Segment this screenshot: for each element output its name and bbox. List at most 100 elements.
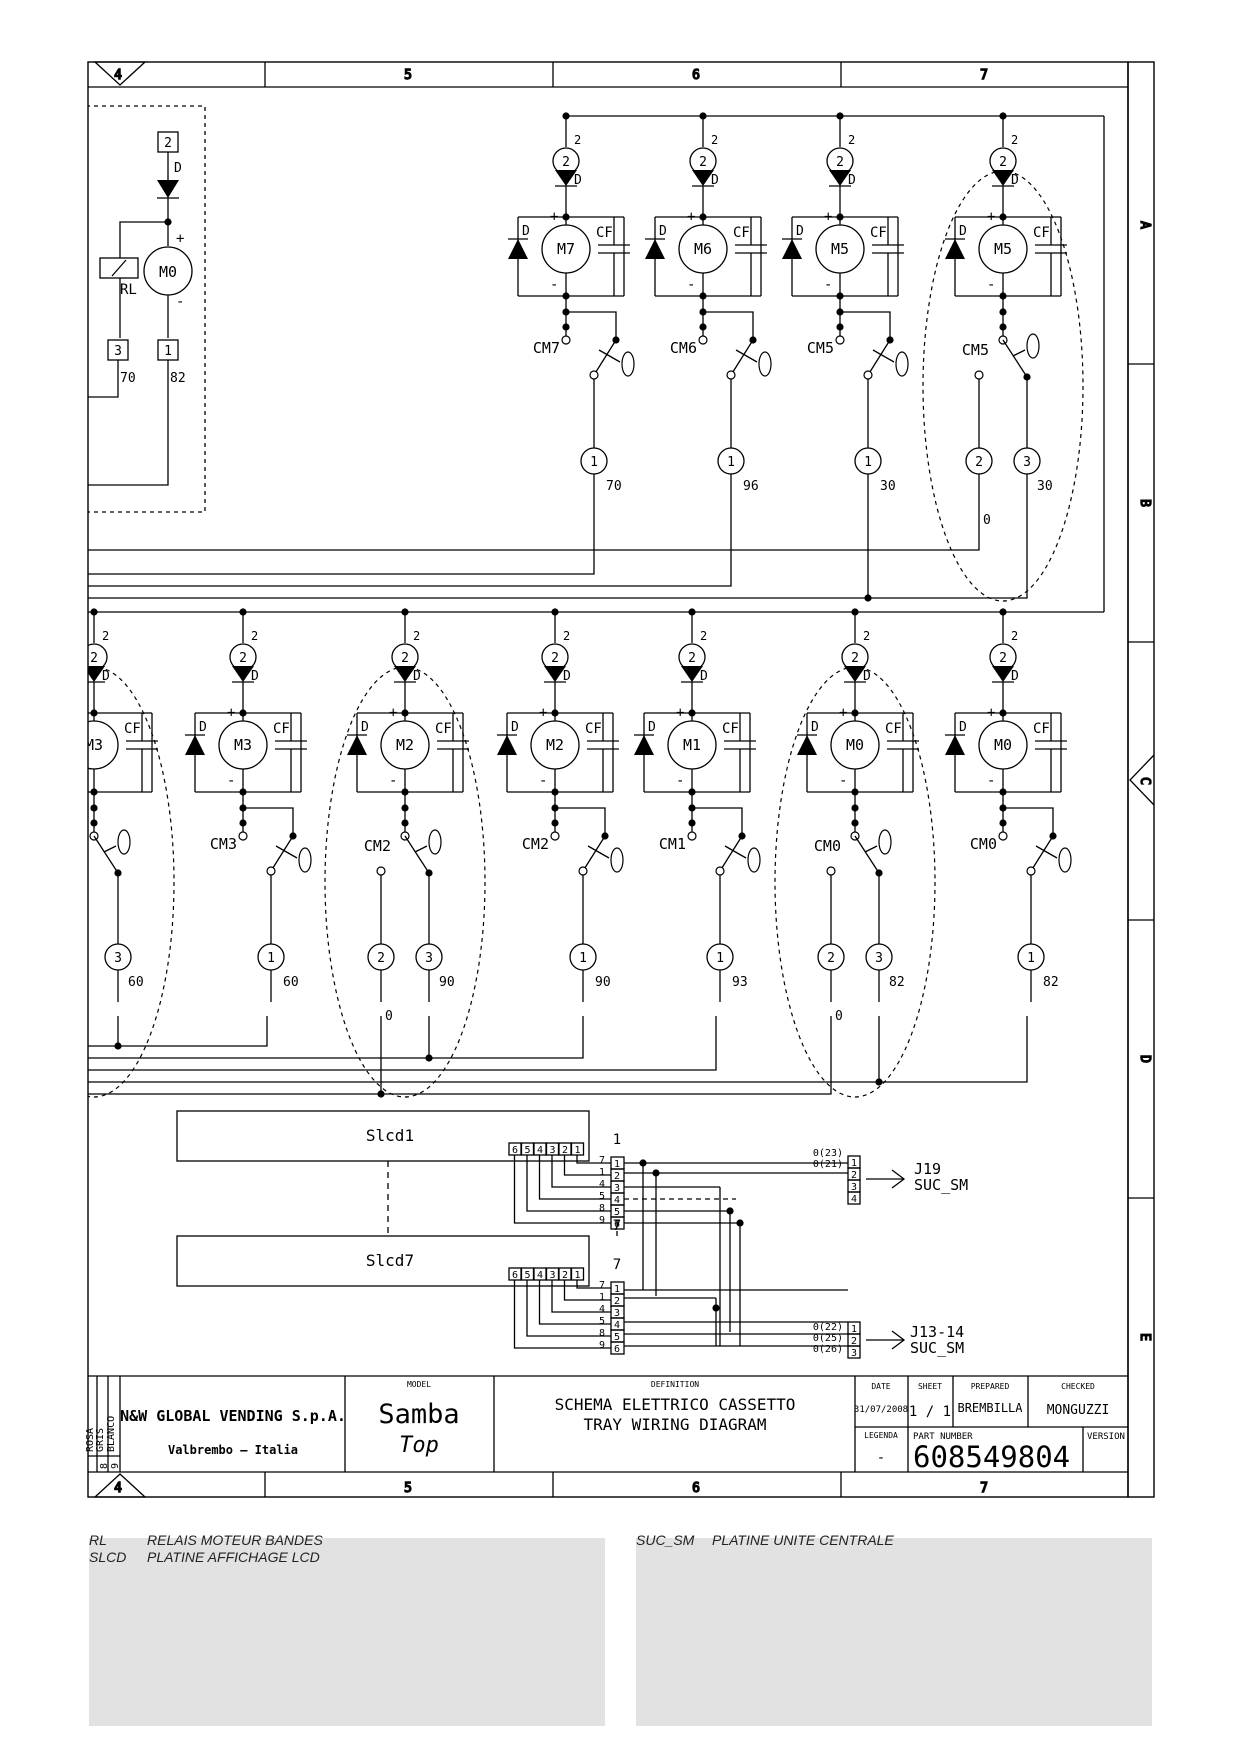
wire-number: 8 <box>599 1203 605 1214</box>
column-label: 7 <box>980 68 988 83</box>
switch-wire <box>703 311 754 340</box>
connector-pin-number: 3 <box>851 1348 857 1359</box>
header-pin-number: 1 <box>574 1145 580 1156</box>
wire-number: 5 <box>599 1191 605 1202</box>
junction-dot <box>864 594 872 602</box>
return-wire <box>88 506 869 599</box>
actuator-knob <box>298 847 312 873</box>
actuator-knob <box>428 829 442 855</box>
pin-number: 3 <box>114 951 122 966</box>
plus-label: + <box>824 209 832 225</box>
actuator-knob <box>117 829 131 855</box>
capacitor-label: CF <box>273 721 290 737</box>
connector-pin-number: 3 <box>614 1308 620 1319</box>
clip-group <box>88 506 1104 613</box>
return-wire <box>88 1016 119 1047</box>
field-label: PART NUMBER <box>913 1432 973 1442</box>
pin-number: 2 <box>836 155 844 170</box>
company-name: N&W GLOBAL VENDING S.p.A. <box>120 1407 346 1425</box>
diode-label: D <box>648 720 656 735</box>
wire-number: 60 <box>283 975 299 990</box>
minus-label: - <box>550 277 558 293</box>
plus-label: + <box>687 209 695 225</box>
motor-label: M5 <box>831 240 849 258</box>
wire-number: 1 <box>599 1292 605 1303</box>
diode <box>692 170 714 186</box>
wire-number: 0(21) <box>813 1159 843 1170</box>
switch-blade <box>593 339 617 376</box>
diode-label: D <box>102 669 110 684</box>
legend-text: PLATINE UNITE CENTRALE <box>712 1532 894 1548</box>
motor-label: M1 <box>683 736 701 754</box>
option-outline <box>88 666 175 1098</box>
diode <box>829 170 851 186</box>
capacitor-label: CF <box>585 721 602 737</box>
arrowhead <box>891 1169 906 1189</box>
pin-number: 2 <box>164 136 172 151</box>
header-pin-number: 3 <box>549 1145 555 1156</box>
flyback-diode <box>36 735 56 755</box>
wire-number: 82 <box>170 371 186 386</box>
actuator <box>724 845 747 859</box>
actuator <box>587 845 610 859</box>
return-wire <box>879 1016 1028 1083</box>
field-label: SHEET <box>918 1382 942 1391</box>
pin-number: 1 <box>1027 951 1035 966</box>
pin-label: 2 <box>700 629 707 643</box>
pin-number: 2 <box>999 651 1007 666</box>
harness-wire <box>563 1280 611 1301</box>
switch-wire <box>1003 807 1054 836</box>
diode-label: D <box>174 161 182 176</box>
lcd-board <box>176 1110 590 1162</box>
plus-label: + <box>176 231 184 247</box>
motor <box>667 720 717 770</box>
pin-number: 1 <box>579 951 587 966</box>
motor <box>678 224 728 274</box>
terminal <box>835 335 845 345</box>
harness-wire <box>526 1280 611 1337</box>
wire-number: 0(23) <box>813 1148 843 1159</box>
pin-number: 1 <box>267 951 275 966</box>
switch-label: CM1 <box>659 835 686 853</box>
switch-label: CM2 <box>522 835 549 853</box>
connector-pin-number: 6 <box>614 1344 620 1355</box>
capacitor-label: CF <box>124 721 141 737</box>
harness-wire <box>526 1155 611 1212</box>
switch-wire <box>840 311 891 340</box>
field-label: CHECKED <box>1061 1382 1095 1391</box>
actuator-knob <box>895 351 909 377</box>
column-label: 6 <box>692 1481 700 1496</box>
terminal <box>974 370 984 380</box>
connector-pin-number: 4 <box>851 1194 857 1205</box>
actuator <box>1012 349 1026 357</box>
bottom-circuit: 22DDM3+-CFCM336022DDM3+-CFCM316022DDM2+-… <box>36 608 1072 1098</box>
pin-number: 2 <box>999 155 1007 170</box>
header-pin-number: 5 <box>524 1145 530 1156</box>
header-pin-number: 4 <box>537 1145 543 1156</box>
connector-target: SUC_SM <box>910 1339 964 1357</box>
actuator <box>598 349 621 363</box>
plus-label: + <box>539 705 547 721</box>
return-wire <box>429 1016 584 1059</box>
header-pin-number: 3 <box>549 1270 555 1281</box>
terminal <box>726 370 736 380</box>
motor <box>978 720 1028 770</box>
wire-number: 0 <box>835 1009 843 1024</box>
pin-number: 2 <box>827 951 835 966</box>
switch-wire <box>566 311 617 340</box>
switch-blade <box>1002 339 1028 378</box>
terminal <box>238 831 248 841</box>
capacitor-label: CF <box>885 721 902 737</box>
plus-label: + <box>987 209 995 225</box>
return-wire <box>381 1016 832 1095</box>
row-label: B <box>1137 499 1152 507</box>
switch-label: CM2 <box>364 837 391 855</box>
pin-label: 2 <box>574 133 581 147</box>
pin-number: 2 <box>90 651 98 666</box>
